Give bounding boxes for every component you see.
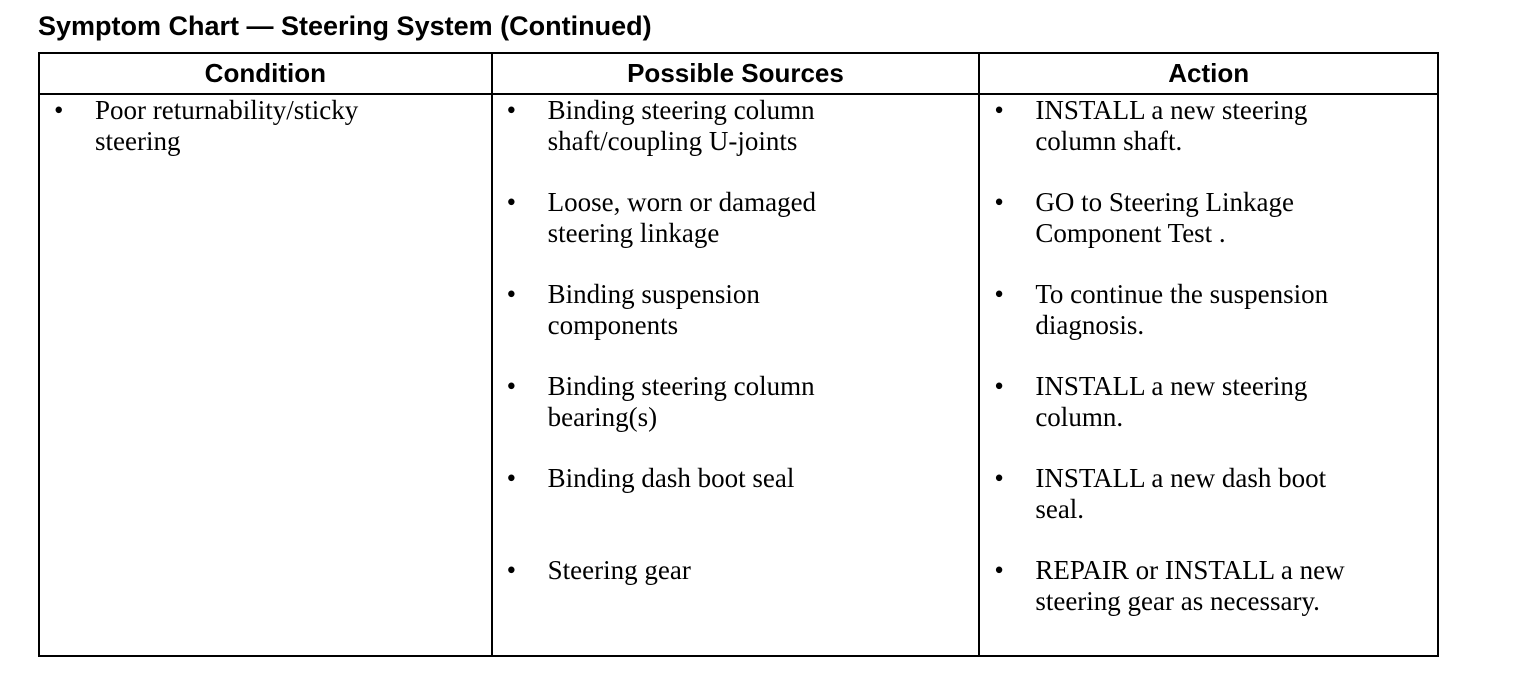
source-text-line: components [547, 310, 679, 340]
action-item: • INSTALL a new dash boot seal. [980, 463, 1437, 555]
bullet-icon: • [994, 279, 1004, 309]
source-text-line: shaft/coupling U-joints [547, 126, 798, 156]
source-item: • Binding dash boot seal [493, 463, 979, 555]
header-condition: Condition [38, 52, 493, 95]
source-text-line: bearing(s) [547, 402, 658, 432]
action-text-line: steering gear as necessary. [1035, 586, 1320, 616]
table-header-row: Condition Possible Sources Action [38, 52, 1439, 95]
bullet-icon: • [506, 371, 517, 401]
bullet-icon: • [994, 187, 1004, 217]
source-text-line: Steering gear [547, 555, 691, 585]
action-text-line: INSTALL a new steering [1035, 371, 1308, 401]
action-text-line: REPAIR or INSTALL a new [1035, 555, 1345, 585]
bullet-icon: • [506, 95, 517, 125]
action-item: • REPAIR or INSTALL a new steering gear … [980, 555, 1437, 635]
action-item: • INSTALL a new steering column. [980, 371, 1437, 463]
action-text-line: column. [1035, 402, 1124, 432]
bullet-icon: • [506, 555, 517, 585]
source-text-line: steering linkage [547, 218, 720, 248]
symptom-table: Condition Possible Sources Action • Poor… [38, 52, 1439, 657]
source-text-line: Binding dash boot seal [547, 463, 795, 493]
action-text-line: INSTALL a new dash boot [1035, 463, 1327, 493]
action-item: • GO to Steering Linkage Component Test … [980, 187, 1437, 279]
condition-text-line: steering [95, 126, 181, 156]
bullet-icon: • [994, 463, 1004, 493]
bullet-icon: • [54, 95, 64, 125]
action-text-line: To continue the suspension [1035, 279, 1329, 309]
condition-item: • Poor returnability/sticky steering [40, 95, 491, 157]
action-text-line: Component Test . [1035, 218, 1226, 248]
action-text-line: seal. [1035, 494, 1085, 524]
source-item: • Binding steering column bearing(s) [493, 371, 979, 463]
action-item: • To continue the suspension diagnosis. [980, 279, 1437, 371]
source-item: • Binding steering column shaft/coupling… [493, 95, 979, 187]
source-text-line: Binding suspension [547, 279, 760, 309]
source-text-line: Binding steering column [547, 371, 815, 401]
condition-text-line: Poor returnability/sticky [95, 95, 359, 125]
bullet-icon: • [506, 279, 517, 309]
bullet-icon: • [506, 463, 517, 493]
bullet-icon: • [994, 95, 1004, 125]
header-possible-sources: Possible Sources [490, 52, 981, 95]
source-text-line: Loose, worn or damaged [547, 187, 817, 217]
table-row: • Poor returnability/sticky steering • B… [38, 93, 1439, 657]
header-action: Action [978, 52, 1439, 95]
bullet-icon: • [994, 555, 1004, 585]
action-text-line: INSTALL a new steering [1035, 95, 1308, 125]
action-text-line: GO to Steering Linkage [1035, 187, 1295, 217]
source-text-line: Binding steering column [547, 95, 815, 125]
bullet-icon: • [994, 371, 1004, 401]
action-item: • INSTALL a new steering column shaft. [980, 95, 1437, 187]
possible-sources-cell: • Binding steering column shaft/coupling… [490, 93, 981, 657]
action-cell: • INSTALL a new steering column shaft. •… [978, 93, 1439, 657]
source-item: • Steering gear [493, 555, 979, 635]
source-item: • Binding suspension components [493, 279, 979, 371]
page-title: Symptom Chart — Steering System (Continu… [38, 11, 652, 41]
action-text-line: diagnosis. [1035, 310, 1145, 340]
condition-cell: • Poor returnability/sticky steering [38, 93, 493, 657]
action-text-line: column shaft. [1035, 126, 1183, 156]
source-item: • Loose, worn or damaged steering linkag… [493, 187, 979, 279]
bullet-icon: • [506, 187, 517, 217]
